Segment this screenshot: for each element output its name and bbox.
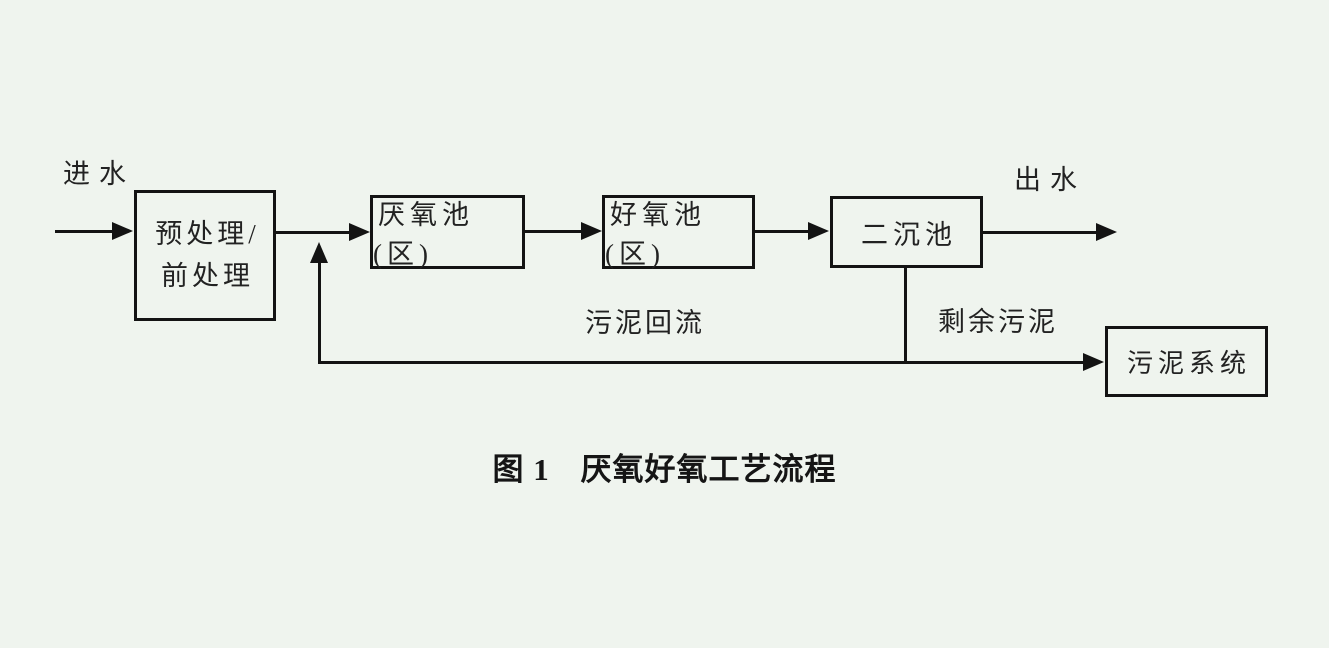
sludge-system-label: 污泥系统 (1126, 349, 1251, 378)
aerobic-tank-label: 好氧池(区) (605, 200, 706, 269)
pretreatment-to-anaerobic-arrowhead-icon (349, 223, 370, 241)
secondary-clarifier-box: 二沉池 (830, 196, 983, 268)
figure-caption-title: 厌氧好氧工艺流程 (580, 452, 837, 487)
pretreatment-label-line2: 前处理 (161, 260, 254, 291)
effluent-arrowhead-icon (1096, 223, 1117, 241)
clarifier-drop-line (904, 266, 907, 364)
influent-arrowhead-icon (112, 222, 133, 240)
figure-caption-number: 图 1 (492, 452, 550, 487)
aerobic-to-clarifier-line (754, 230, 811, 233)
influent-label: 进水 (63, 159, 135, 189)
effluent-arrow-line (982, 231, 1098, 234)
influent-arrow-line (55, 230, 117, 233)
anaerobic-tank-box: 厌氧池(区) (370, 195, 525, 269)
sludge-return-horizontal-line (318, 361, 1085, 364)
sludge-to-system-arrowhead-icon (1083, 353, 1104, 371)
sludge-return-arrowhead-icon (310, 242, 328, 263)
aerobic-to-clarifier-arrowhead-icon (808, 222, 829, 240)
pretreatment-to-anaerobic-line (276, 231, 352, 234)
pretreatment-label-line1: 预处理/ (155, 218, 260, 249)
sludge-system-box: 污泥系统 (1105, 326, 1268, 397)
excess-sludge-label: 剩余污泥 (938, 307, 1058, 337)
anaerobic-tank-label: 厌氧池(区) (373, 200, 474, 269)
figure-caption: 图 1 厌氧好氧工艺流程 (0, 444, 1329, 489)
anaerobic-to-aerobic-line (524, 230, 584, 233)
pretreatment-box: 预处理/ 前处理 (134, 190, 276, 321)
effluent-label: 出水 (1014, 165, 1086, 195)
anaerobic-to-aerobic-arrowhead-icon (581, 222, 602, 240)
sludge-return-riser-line (318, 261, 321, 363)
sludge-return-label: 污泥回流 (585, 308, 705, 338)
aerobic-tank-box: 好氧池(区) (602, 195, 755, 269)
secondary-clarifier-label: 二沉池 (861, 219, 957, 250)
